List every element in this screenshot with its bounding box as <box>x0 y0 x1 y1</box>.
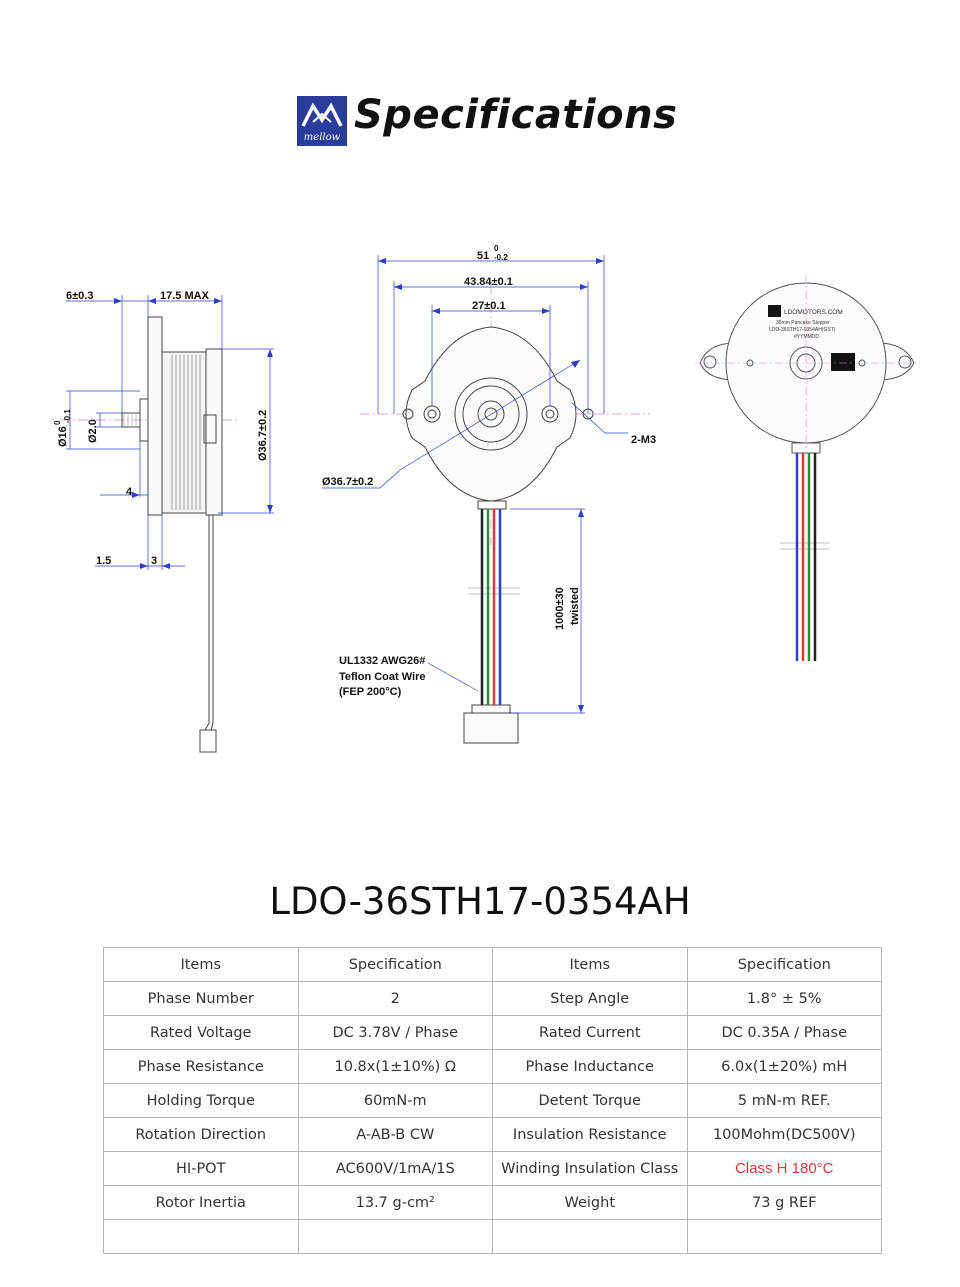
table-cell: DC 3.78V / Phase <box>297 1015 493 1050</box>
logo-text: mellow <box>304 132 341 143</box>
front-view <box>322 255 650 744</box>
iso-line-2: LDO-36STH17-0354AH(GST) <box>769 327 836 333</box>
table-cell <box>297 1219 493 1254</box>
dim-d36-7-side: Ø36.7±0.2 <box>257 410 269 461</box>
side-view <box>60 295 274 753</box>
dim-4: 4 <box>126 486 133 498</box>
table-cell: HI-POT <box>103 1151 299 1186</box>
iso-view <box>695 275 920 550</box>
table-cell: Holding Torque <box>103 1083 299 1118</box>
wire-spec-line-2: Teflon Coat Wire <box>339 671 425 683</box>
iso-line-1: 35mm Pancake Stepper <box>776 320 830 326</box>
dim-17-5: 17.5 MAX <box>160 290 210 302</box>
table-cell: Phase Resistance <box>103 1049 299 1084</box>
iso-wires <box>795 453 817 661</box>
table-cell <box>686 1219 882 1254</box>
table-cell: 2 <box>297 981 493 1016</box>
table-cell: 13.7 g-cm² <box>297 1185 493 1220</box>
dim-d16-tol-top: 0 <box>53 420 62 425</box>
table-cell: Rated Voltage <box>103 1015 299 1050</box>
page-title: Specifications <box>354 92 678 138</box>
dim-51: 51 <box>477 250 489 262</box>
table-cell: 10.8x(1±10%) Ω <box>297 1049 493 1084</box>
dim-d36-7-front: Ø36.7±0.2 <box>322 476 373 488</box>
table-cell: 73 g REF <box>686 1185 882 1220</box>
page-header: mellow Specifications <box>0 92 960 152</box>
technical-drawing: 6±0.3 17.5 MAX Ø16 0 -0.1 Ø2.0 Ø36.7±0.2… <box>0 225 960 785</box>
table-cell: Winding Insulation Class <box>492 1151 688 1186</box>
table-cell: 6.0x(1±20%) mH <box>686 1049 882 1084</box>
table-cell: Weight <box>492 1185 688 1220</box>
dim-twisted: twisted <box>569 587 581 625</box>
table-cell: Phase Inductance <box>492 1049 688 1084</box>
table-cell: Insulation Resistance <box>492 1117 688 1152</box>
dim-51-tol-top: 0 <box>494 244 499 253</box>
dim-43-84: 43.84±0.1 <box>464 276 513 288</box>
wire-spec-line-3: (FEP 200°C) <box>339 686 402 698</box>
table-cell: Phase Number <box>103 981 299 1016</box>
dim-d2: Ø2.0 <box>87 419 99 443</box>
table-row <box>103 1219 882 1254</box>
front-wires <box>480 509 502 705</box>
dim-1-5: 1.5 <box>96 555 111 567</box>
table-cell <box>492 1219 688 1254</box>
table-cell: Rotor Inertia <box>103 1185 299 1220</box>
table-cell: Rated Current <box>492 1015 688 1050</box>
mellow-logo: mellow <box>297 96 347 146</box>
table-cell: Step Angle <box>492 981 688 1016</box>
wire-spec-line-1: UL1332 AWG26# <box>339 655 425 667</box>
table-header-cell: Items <box>492 947 688 982</box>
dim-d16: Ø16 <box>57 426 69 447</box>
dim-wire-length: 1000±30 <box>554 587 566 630</box>
dim-3: 3 <box>151 555 157 567</box>
iso-brand: LDOMOTORS.COM <box>784 309 843 316</box>
table-header-cell: Items <box>103 947 299 982</box>
dim-6: 6±0.3 <box>66 290 93 302</box>
table-cell: DC 0.35A / Phase <box>686 1015 882 1050</box>
logo-mark-icon: mellow <box>301 102 343 143</box>
table-cell: Rotation Direction <box>103 1117 299 1152</box>
table-header-cell: Specification <box>297 947 493 982</box>
iso-line-3: #YYMMDD <box>794 334 819 340</box>
dim-d16-tol-bot: -0.1 <box>63 409 72 423</box>
dim-51-tol-bot: -0.2 <box>494 253 508 262</box>
dim-27: 27±0.1 <box>472 300 506 312</box>
table-cell: AC600V/1mA/1S <box>297 1151 493 1186</box>
table-cell: 100Mohm(DC500V) <box>686 1117 882 1152</box>
table-cell: 5 mN-m REF. <box>686 1083 882 1118</box>
dim-2-m3: 2-M3 <box>631 434 656 446</box>
table-cell <box>103 1219 299 1254</box>
table-cell: Detent Torque <box>492 1083 688 1118</box>
table-cell: 1.8° ± 5% <box>686 981 882 1016</box>
table-cell: 60mN-m <box>297 1083 493 1118</box>
table-cell: Class H 180°C <box>686 1151 882 1186</box>
table-cell: A-AB-B CW <box>297 1117 493 1152</box>
model-number: LDO-36STH17-0354AH <box>269 880 691 923</box>
table-header-cell: Specification <box>686 947 882 982</box>
